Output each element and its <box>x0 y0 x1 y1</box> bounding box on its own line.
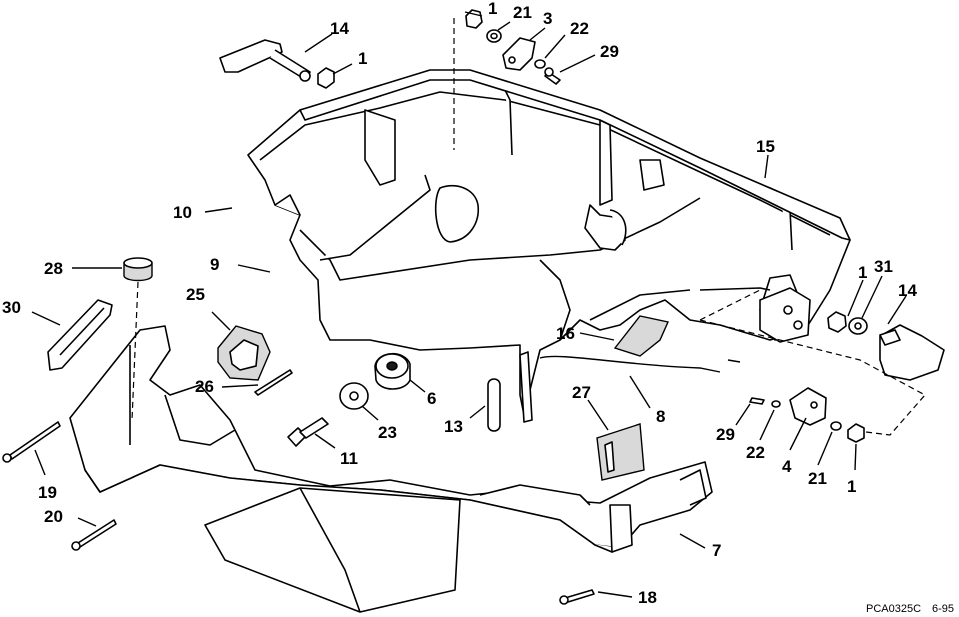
callout-18: 18 <box>638 588 657 607</box>
top-fasteners <box>465 9 561 85</box>
callout-22-top: 22 <box>570 19 589 38</box>
lower-motor-cover <box>69 325 713 613</box>
callout-25: 25 <box>186 285 205 304</box>
callout-29-right: 29 <box>716 425 735 444</box>
callout-20: 20 <box>44 507 63 526</box>
callout-16: 16 <box>556 324 575 343</box>
callout-21-top: 21 <box>513 3 532 22</box>
callout-28: 28 <box>44 259 63 278</box>
callout-1-lower-right: 1 <box>847 477 856 496</box>
callout-19: 19 <box>38 483 57 502</box>
callout-14-upper: 14 <box>330 19 349 38</box>
callout-1-top: 1 <box>488 0 497 18</box>
right-side-parts <box>596 287 945 481</box>
alignment-lines <box>131 18 926 436</box>
drawing-code-block: PCA0325C 6-95 <box>866 603 954 615</box>
callout-26: 26 <box>195 377 214 396</box>
callout-3: 3 <box>543 9 552 28</box>
drawing-code: PCA0325C <box>866 603 921 615</box>
callout-21-right: 21 <box>808 469 827 488</box>
upper-cover-liner <box>247 71 851 423</box>
handle-14-upper <box>219 39 335 89</box>
callout-27: 27 <box>572 383 591 402</box>
callout-14-right: 14 <box>898 281 917 300</box>
callout-29-top: 29 <box>600 42 619 61</box>
callout-13: 13 <box>444 417 463 436</box>
callout-7: 7 <box>712 541 721 560</box>
date-code: 6-95 <box>932 603 954 615</box>
callout-4: 4 <box>782 457 792 476</box>
callout-31: 31 <box>874 257 893 276</box>
callout-8: 8 <box>656 407 665 426</box>
callout-10: 10 <box>173 203 192 222</box>
callout-1-upper-left: 1 <box>358 49 367 68</box>
callout-23: 23 <box>378 423 397 442</box>
callout-labels: 14 1 1 21 3 22 29 15 10 9 28 30 25 26 6 … <box>2 0 917 607</box>
callout-30: 30 <box>2 298 21 317</box>
upper-cover-rim <box>299 69 851 241</box>
callout-1-right: 1 <box>858 263 867 282</box>
left-side-parts <box>2 257 595 605</box>
callout-15: 15 <box>756 137 775 156</box>
callout-9: 9 <box>210 255 219 274</box>
callout-22-right: 22 <box>746 443 765 462</box>
callout-11: 11 <box>340 449 358 468</box>
leader-lines <box>31 11 907 598</box>
callout-6: 6 <box>427 389 436 408</box>
